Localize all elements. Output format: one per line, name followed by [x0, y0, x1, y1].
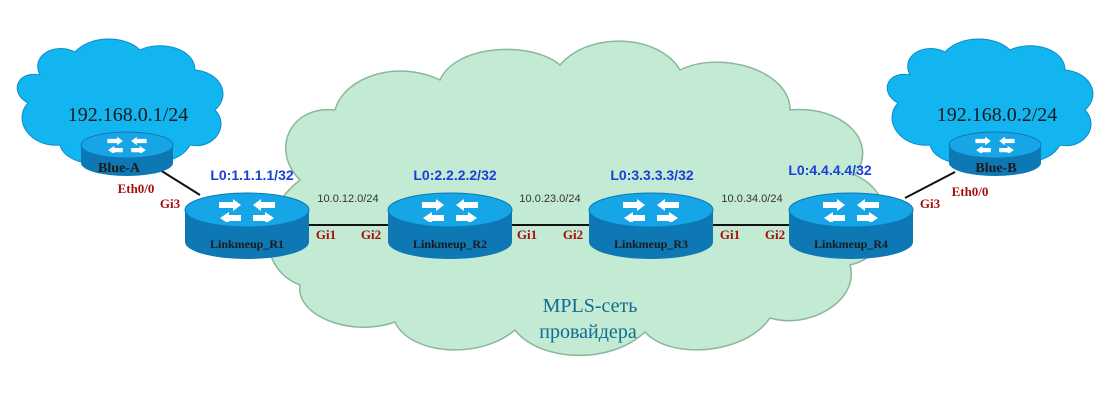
iface-blue-a-eth0: Eth0/0: [118, 181, 155, 196]
router-name-r3: Linkmeup_R3: [614, 237, 688, 251]
customer-cloud-a: [16, 38, 224, 165]
router-name-r4: Linkmeup_R4: [814, 237, 888, 251]
iface-r2-gi2: Gi2: [361, 227, 381, 242]
iface-r2-gi1: Gi1: [517, 227, 537, 242]
router-blue-b[interactable]: [948, 131, 1042, 176]
link-bluea-r1: [159, 169, 201, 196]
loopback-label-r3: L0:3.3.3.3/32: [610, 167, 693, 183]
mpls-label-line2: провайдера: [539, 321, 637, 343]
router-name-r1: Linkmeup_R1: [210, 237, 284, 251]
iface-r1-gi3: Gi3: [160, 196, 181, 211]
link-subnet-r1-r2: 10.0.12.0/24: [317, 193, 378, 205]
router-name-r2: Linkmeup_R2: [413, 237, 487, 251]
link-blueb-r4: [904, 171, 956, 199]
router-r3[interactable]: [588, 192, 714, 259]
router-name-blue-b: Blue-B: [975, 161, 1016, 176]
router-r4[interactable]: [788, 192, 914, 259]
iface-r4-gi3: Gi3: [920, 196, 941, 211]
subnet-label-b: 192.168.0.2/24: [937, 104, 1058, 126]
links: [159, 169, 956, 226]
iface-r4-gi2: Gi2: [765, 227, 785, 242]
loopback-label-r2: L0:2.2.2.2/32: [413, 167, 496, 183]
router-r2[interactable]: [387, 192, 513, 259]
iface-r3-gi2: Gi2: [563, 227, 583, 242]
loopback-label-r1: L0:1.1.1.1/32: [210, 167, 293, 183]
link-subnet-r3-r4: 10.0.34.0/24: [721, 193, 782, 205]
router-blue-a[interactable]: [80, 131, 174, 176]
iface-r3-gi1: Gi1: [720, 227, 740, 242]
iface-blue-b-eth0: Eth0/0: [952, 184, 989, 199]
router-r1[interactable]: [184, 192, 310, 259]
iface-r1-gi1: Gi1: [316, 227, 336, 242]
loopback-label-r4: L0:4.4.4.4/32: [788, 162, 871, 178]
router-name-blue-a: Blue-A: [98, 161, 141, 176]
mpls-label-line1: MPLS-сеть: [543, 295, 638, 317]
customer-cloud-b: [886, 38, 1094, 165]
link-subnet-r2-r3: 10.0.23.0/24: [519, 193, 580, 205]
subnet-label-a: 192.168.0.1/24: [68, 104, 189, 126]
